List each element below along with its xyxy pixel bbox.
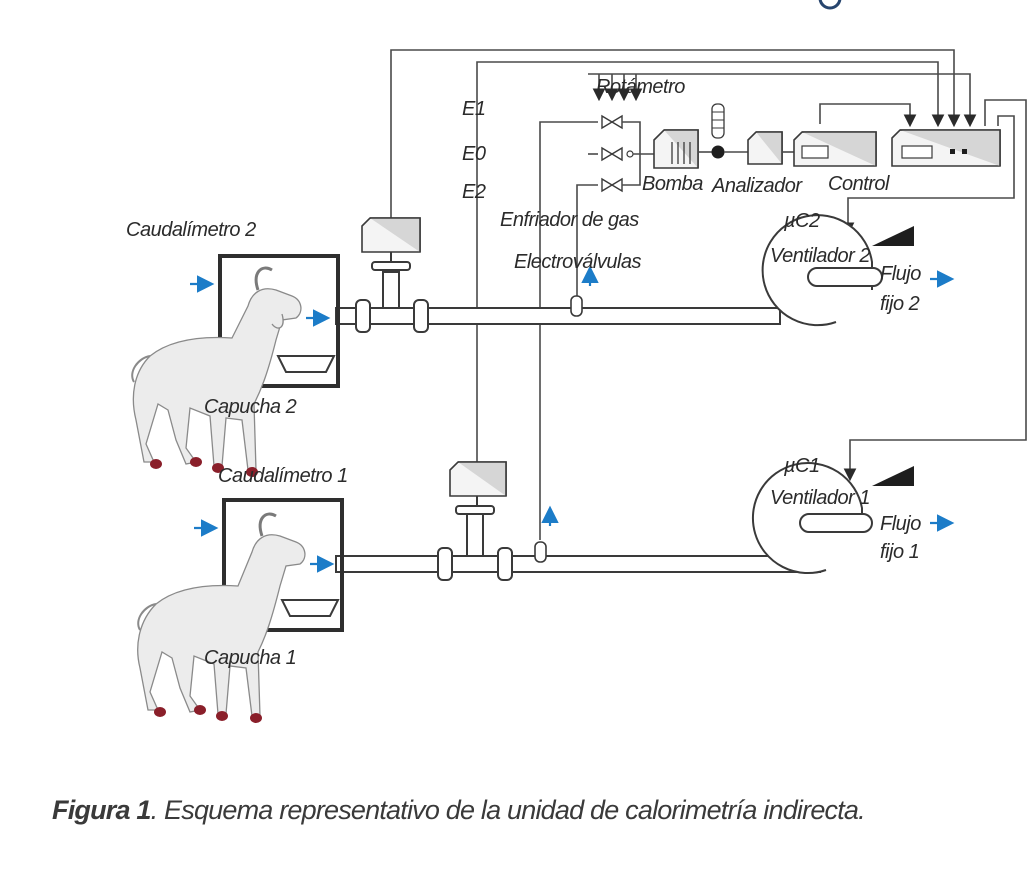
label-flujo-1-line2: fijo 1 <box>880 541 919 563</box>
label-caudalimetro-2: Caudalímetro 2 <box>126 219 256 241</box>
figure-separator: . <box>150 795 158 825</box>
label-e1: E1 <box>462 98 485 120</box>
valve-e2 <box>601 177 623 193</box>
label-analizador: Analizador <box>711 175 803 197</box>
label-ventilador-2: Ventilador 2 <box>770 245 870 267</box>
data-logger <box>891 129 1001 167</box>
control-unit <box>793 131 877 167</box>
label-capucha-1: Capucha 1 <box>204 647 296 669</box>
label-flujo-1-line1: Flujo <box>880 513 921 535</box>
fan-speed-indicator-1 <box>872 466 914 486</box>
feed-bowl-2 <box>276 355 336 373</box>
label-bomba: Bomba <box>642 173 703 195</box>
airflow-arrows <box>190 265 955 573</box>
duct-2 <box>335 214 883 333</box>
label-flujo-2-line1: Flujo <box>880 263 921 285</box>
figure-number: Figura 1 <box>52 795 151 825</box>
gas-cooler <box>711 103 748 159</box>
label-enfriador-de-gas: Enfriador de gas <box>500 209 639 231</box>
label-uc1: µC1 <box>783 455 820 477</box>
label-ventilador-1: Ventilador 1 <box>770 487 870 509</box>
electrovalve-bank <box>601 114 654 193</box>
valve-e0 <box>601 146 634 162</box>
fan-speed-indicator-2 <box>872 226 914 246</box>
label-capucha-2: Capucha 2 <box>204 396 297 418</box>
figure-caption: Figura 1. Esquema representativo de la u… <box>52 795 1012 826</box>
duct-1 <box>335 462 873 581</box>
label-electrovalvulas: Electroválvulas <box>514 251 642 273</box>
feed-bowl-1 <box>280 599 340 617</box>
figure-caption-text: Esquema representativo de la unidad de c… <box>157 795 866 825</box>
label-caudalimetro-1: Caudalímetro 1 <box>218 465 348 487</box>
hood-2 <box>218 254 340 388</box>
signal-wires <box>390 49 1027 540</box>
goat-2 <box>131 266 302 477</box>
label-uc2: µC2 <box>783 210 820 232</box>
flowmeter-2 <box>361 217 421 262</box>
pump-bomba <box>653 129 714 169</box>
label-flujo-2-line2: fijo 2 <box>880 293 920 315</box>
label-control: Control <box>828 173 890 195</box>
rotameter-inlets <box>592 74 643 102</box>
hood-1 <box>222 498 344 632</box>
label-e0: E0 <box>462 143 486 165</box>
label-rotametro: Rotámetro <box>596 76 685 98</box>
gas-analyzer <box>747 131 794 165</box>
calorimetry-schematic: Rotámetro E1 E0 E2 Bomba Analizador Cont… <box>126 0 1027 723</box>
corner-ring-decoration <box>818 0 842 10</box>
label-e2: E2 <box>462 181 486 203</box>
goat-1 <box>137 512 306 723</box>
valve-e1 <box>601 114 623 130</box>
flowmeter-1 <box>449 461 507 506</box>
